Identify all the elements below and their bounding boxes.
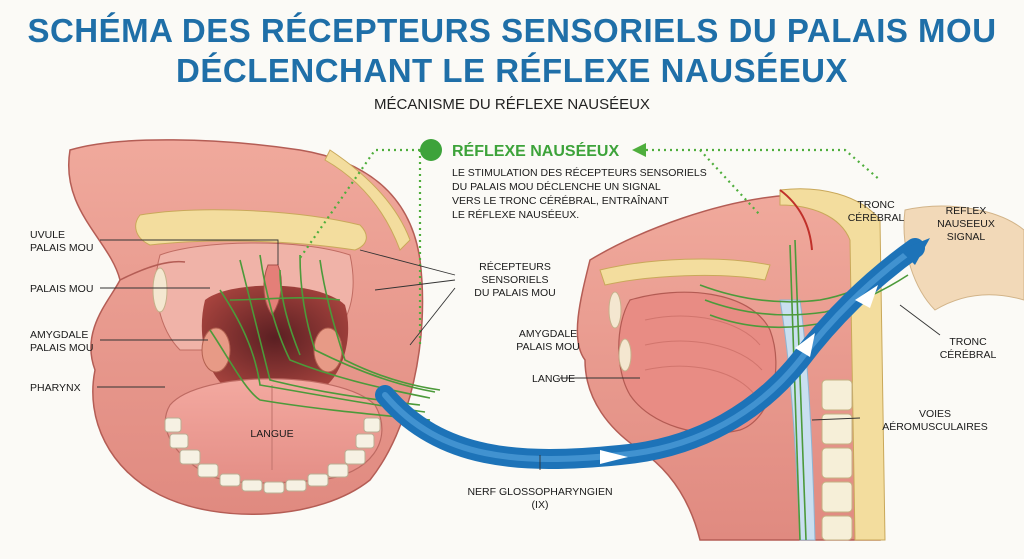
label-reflex-signal-2: NAUSEEUX: [937, 218, 995, 230]
reflex-node-icon: [420, 139, 442, 161]
label-amygdale-2: PALAIS MOU: [30, 342, 93, 354]
reflex-dotted-loop: [299, 148, 881, 345]
label-tronc-r1: TRONC: [949, 336, 987, 348]
subtitle: MÉCANISME DU RÉFLEXE NAUSÉEUX: [374, 96, 650, 113]
label-palais-mou: PALAIS MOU: [30, 283, 93, 295]
title-line-1: SCHÉMA DES RÉCEPTEURS SENSORIELS DU PALA…: [27, 12, 997, 49]
label-reflex-signal-3: SIGNAL: [947, 231, 986, 243]
reflex-heading: RÉFLEXE NAUSÉEUX: [452, 141, 619, 160]
label-amygdale-1: AMYGDALE: [30, 329, 88, 341]
label-uvule-1: UVULE: [30, 229, 65, 241]
label-reflex-signal-1: REFLEX: [946, 205, 987, 217]
label-recepteurs-1: RÉCEPTEURS: [479, 260, 551, 273]
label-voies-1: VOIES: [919, 408, 951, 420]
label-langue: LANGUE: [250, 428, 293, 440]
label-tronc-top-1: TRONC: [857, 199, 895, 211]
label-amygdale-r1: AMYGDALE: [519, 328, 577, 340]
label-voies-2: AÉROMUSCULAIRES: [882, 420, 988, 433]
reflex-desc-1: LE STIMULATION DES RÉCEPTEURS SENSORIELS: [452, 166, 707, 179]
label-recepteurs-2: SENSORIELS: [481, 274, 548, 286]
label-recepteurs-3: DU PALAIS MOU: [474, 287, 556, 299]
label-nerf-2: (IX): [532, 499, 549, 511]
label-pharynx: PHARYNX: [30, 382, 81, 394]
arrow-chevrons: [600, 238, 930, 464]
label-langue-r: LANGUE: [532, 373, 575, 385]
sagittal-head-illustration: [576, 188, 909, 541]
reflex-desc-4: LE RÉFLEXE NAUSÉEUX.: [452, 208, 579, 221]
title-line-2: DÉCLENCHANT LE RÉFLEXE NAUSÉEUX: [176, 52, 848, 89]
reflex-arrow-icon: [632, 143, 646, 157]
brainstem-shape: [903, 205, 1024, 311]
label-tronc-r2: CÉRÉBRAL: [940, 348, 997, 361]
label-nerf-1: NERF GLOSSOPHARYNGIEN: [467, 486, 612, 498]
reflex-desc-3: VERS LE TRONC CÉRÉBRAL, ENTRAÎNANT: [452, 194, 669, 207]
label-tronc-top-2: CÉRÉBRAL: [848, 211, 905, 224]
label-uvule-2: PALAIS MOU: [30, 242, 93, 254]
reflex-desc-2: DU PALAIS MOU DÉCLENCHE UN SIGNAL: [452, 180, 661, 193]
open-mouth-illustration: [67, 139, 441, 516]
label-amygdale-r2: PALAIS MOU: [516, 341, 579, 353]
